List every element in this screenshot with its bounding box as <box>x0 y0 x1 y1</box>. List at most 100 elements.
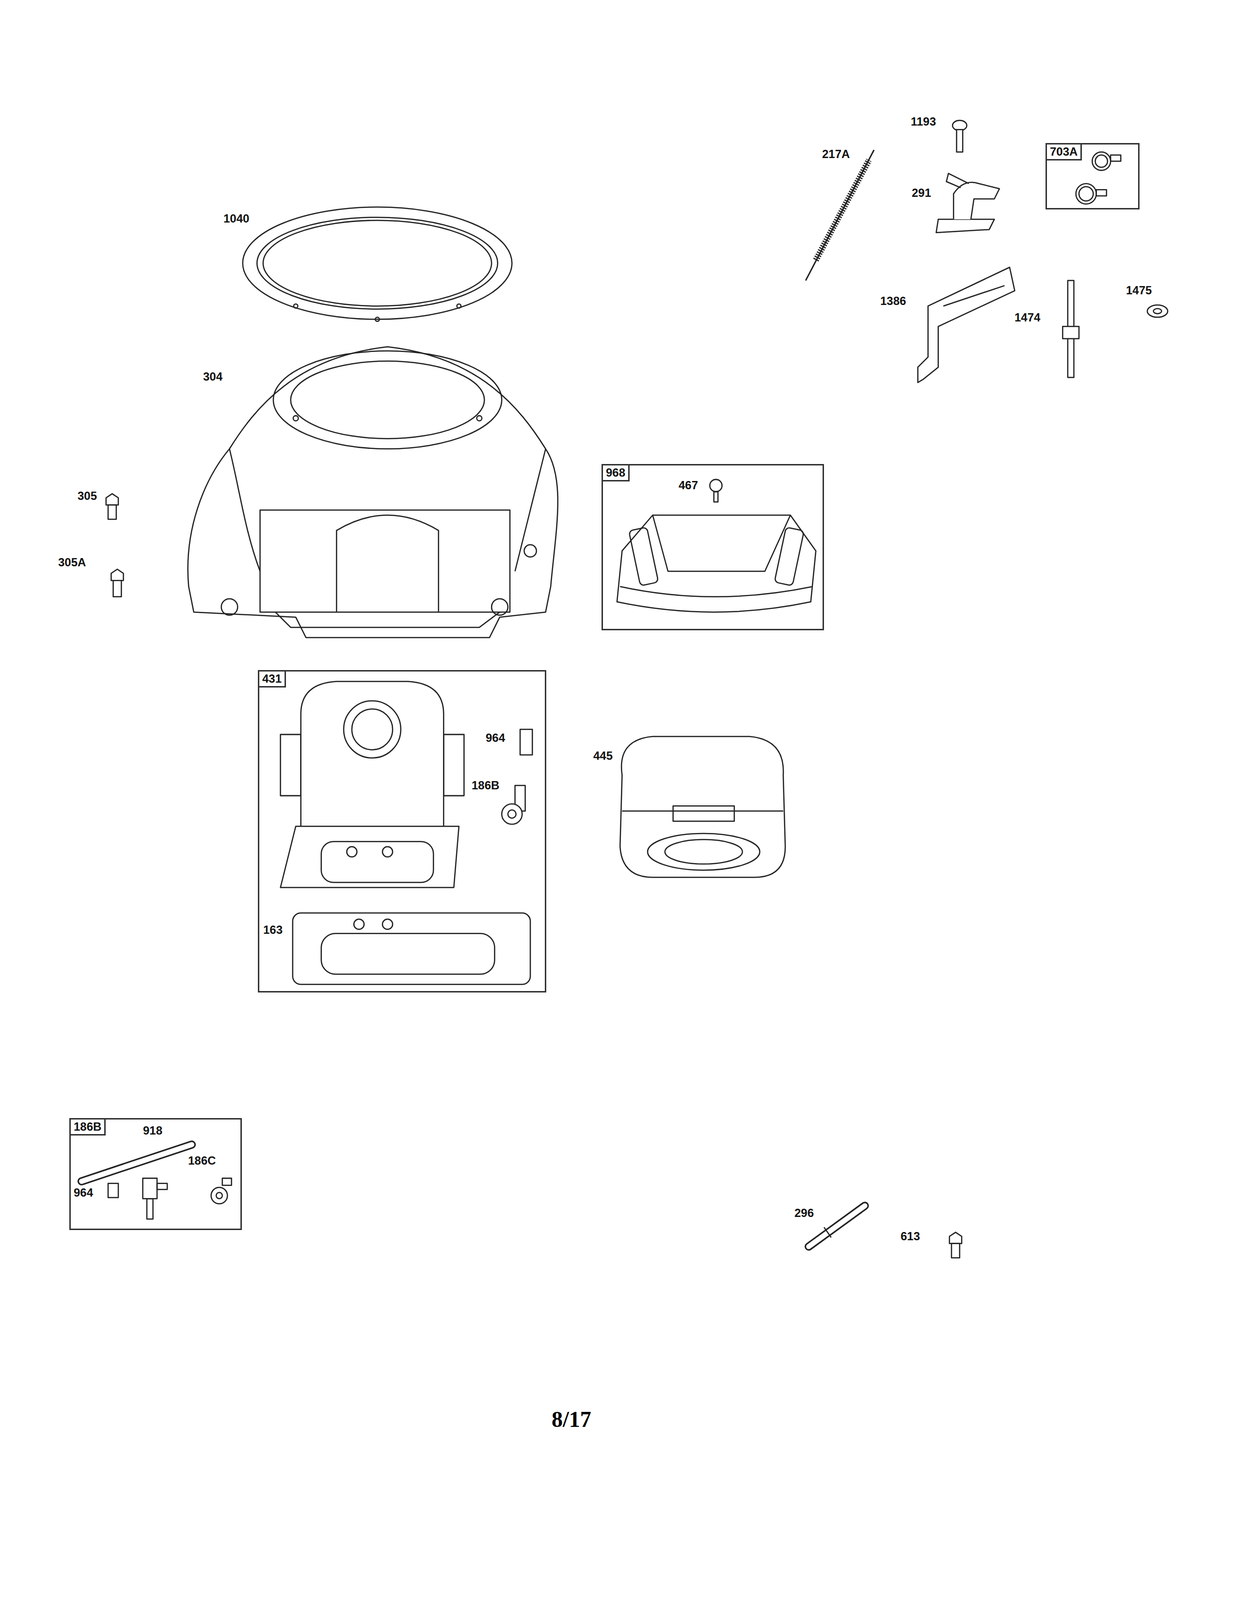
filter-445 <box>619 736 786 877</box>
fuel-line-kit-186B <box>146 1198 154 1219</box>
air-cleaner-base-431 <box>280 825 460 888</box>
seal-964 <box>520 728 533 755</box>
callout-number: 467 <box>677 478 699 492</box>
callout-number: 217A <box>821 147 851 161</box>
pin-296 <box>808 1205 865 1247</box>
clamp-703A <box>1110 155 1121 162</box>
callout-number: 304 <box>202 370 224 383</box>
pin-296 <box>824 1226 832 1237</box>
screw-305A <box>110 569 124 581</box>
screw-467 <box>713 491 718 502</box>
clamp-703A <box>1092 151 1111 171</box>
fitting-186B <box>501 803 523 824</box>
blower-housing-304 <box>515 448 546 571</box>
gasket-163 <box>292 912 531 984</box>
blower-housing-304 <box>290 361 485 439</box>
filter-445 <box>665 839 743 864</box>
seal-964 <box>520 728 533 755</box>
ring-1040 <box>242 206 512 322</box>
spring-217A <box>805 149 874 281</box>
clamp-703A <box>1078 186 1094 201</box>
callout-number: 918 <box>142 1124 164 1137</box>
filter-445 <box>621 809 783 812</box>
air-cleaner-base-431 <box>321 841 434 883</box>
filter-445 <box>619 736 786 877</box>
cover-968 <box>628 526 659 586</box>
bolt-1193 <box>956 129 964 152</box>
clamp-703A <box>1096 189 1107 196</box>
fitting-186B <box>507 809 517 819</box>
kit-number: 186B <box>70 1119 106 1136</box>
bracket-291 <box>935 173 999 233</box>
kit-box: 703A <box>1045 142 1140 210</box>
blower-housing-304 <box>273 350 502 449</box>
screw-305 <box>106 493 119 505</box>
blower-housing-304 <box>476 415 483 421</box>
nut-1475 <box>1147 304 1168 317</box>
screw-613 <box>949 1232 962 1258</box>
ring-1040 <box>263 220 492 306</box>
clamp-703A <box>1076 151 1122 204</box>
blower-housing-304 <box>293 415 299 421</box>
bolt-1193 <box>952 120 967 152</box>
callout-number: 291 <box>910 186 933 200</box>
fuel-line-kit-186B <box>81 1144 192 1182</box>
fuel-line-kit-186B <box>108 1183 119 1198</box>
callout-number: 445 <box>592 749 614 762</box>
exploded-view <box>81 120 1168 1258</box>
filter-445 <box>647 833 760 871</box>
kit-box: 186B918964186C <box>69 1117 242 1230</box>
fuel-line-kit-186B <box>142 1177 158 1199</box>
screw-305A <box>113 580 122 597</box>
callout-number: 1475 <box>1125 284 1153 297</box>
screw-613 <box>951 1243 960 1258</box>
callout-number: 163 <box>262 923 284 936</box>
bracket-1386 <box>943 285 1005 306</box>
blower-housing-304 <box>229 448 260 571</box>
gasket-163 <box>382 919 393 930</box>
nut-1475 <box>1153 308 1162 314</box>
bracket-291 <box>946 173 969 188</box>
fuel-line-kit-186B <box>216 1192 223 1199</box>
screw-305 <box>108 504 117 519</box>
kit-number: 968 <box>602 465 630 482</box>
ring-1040 <box>457 303 461 308</box>
callout-number: 964 <box>72 1186 95 1199</box>
fuel-line-kit-186B <box>81 1144 192 1182</box>
kit-number: 703A <box>1046 144 1082 161</box>
callout-number: 296 <box>793 1206 815 1220</box>
callout-number: 1386 <box>879 294 907 308</box>
air-cleaner-base-431 <box>280 681 465 888</box>
fuel-line-kit-186B <box>211 1187 228 1204</box>
blower-housing-304 <box>221 598 238 616</box>
screw-467 <box>709 479 722 502</box>
bracket-1386 <box>918 267 1015 383</box>
screw-305A <box>110 569 124 597</box>
ring-1040 <box>293 303 298 308</box>
blower-housing-304 <box>275 611 500 628</box>
blower-housing-304 <box>491 598 508 616</box>
pin-296 <box>808 1205 865 1247</box>
gasket-163 <box>321 933 495 974</box>
callout-number: 964 <box>484 731 507 745</box>
kit-box: 431964186B163 <box>257 669 547 993</box>
fuel-line-kit-186B <box>222 1177 232 1186</box>
screw-613 <box>949 1232 962 1244</box>
cover-968 <box>617 515 816 613</box>
fuel-line-kit-186B <box>157 1183 168 1190</box>
blower-housing-304 <box>260 509 510 612</box>
screw-305 <box>106 493 119 520</box>
ring-1040 <box>256 217 498 309</box>
kit-box: 968 467 <box>601 463 824 631</box>
filter-445 <box>673 805 735 822</box>
page-number: 8/17 <box>550 1407 593 1431</box>
fitting-186B <box>501 785 525 824</box>
blower-housing-304 <box>188 346 558 638</box>
callout-number: 186B <box>470 778 501 792</box>
stud-1474 <box>1062 280 1079 378</box>
cover-968 <box>617 515 816 613</box>
stud-1474 <box>1062 326 1079 339</box>
ring-1040 <box>242 206 512 319</box>
